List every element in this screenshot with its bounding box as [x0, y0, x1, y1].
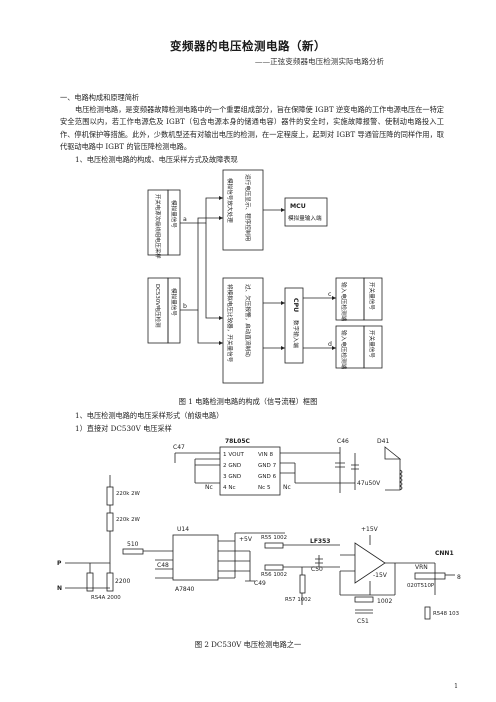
optocoupler-u14	[172, 534, 219, 581]
fig2-r56: R56 1002	[261, 572, 287, 578]
fig2-reg-name: 78L05C	[225, 438, 251, 445]
fig2-pin-2: 2 GND	[223, 463, 241, 469]
fig1-box-cpu	[284, 287, 304, 364]
doc-subtitle: ——正弦变频器电压检测实际电路分析	[254, 57, 384, 66]
fig1-box-compare	[222, 277, 264, 384]
section-heading: 一、电路构成和原理简析	[60, 93, 140, 102]
fig2-nc-left: Nc	[205, 484, 213, 491]
fig1-sample-text: 开关电源次级绕组电压采样	[154, 194, 162, 259]
fig1-out2-text: 输入电压检测端	[340, 330, 348, 370]
fig2-c51: C51	[357, 618, 369, 625]
body-paragraph: 电压检测电路，是变频器故障检测电路中的一个重要组成部分，旨在保障使 IGBT 逆…	[60, 105, 444, 152]
fig2-vrn: VRN	[415, 564, 428, 571]
fig1-out1-text-b: 开关量信号	[368, 282, 376, 310]
doc-title: 变频器的电压检测电路（新）	[170, 39, 326, 53]
item-heading: 1、电压检测电路的构成、电压采样方式及故障表现	[75, 155, 238, 164]
fig1-dc530-text: DC530V电压检测	[154, 284, 162, 327]
fig2-nc-right: Nc	[283, 484, 291, 491]
fig2-opamp: LF353	[310, 538, 330, 545]
fig2-c48: C48	[157, 562, 169, 569]
fig1-box-analog2	[167, 277, 181, 344]
fig2-pin-1: 1 VOUT	[223, 452, 245, 458]
fig2-p15v: +15V	[361, 526, 379, 533]
fig1-box-mcu	[284, 197, 328, 227]
fig1-mcu-input: 模拟量输入端	[288, 214, 322, 222]
fig2-r55: R55 1002	[261, 535, 287, 541]
figure-1-caption: 图 1 电路检测电路的构成（信号流程）框图	[178, 397, 318, 406]
figure-1-block-diagram: a b c d MCU 模拟量输入端 CPU 数字输入端 开关电源次级绕组电压采…	[147, 169, 383, 384]
fig2-r510: 510	[127, 541, 139, 548]
sub-heading-1: 1、电压检测电路的电压采样形式（前级电路）	[75, 411, 224, 420]
fig1-label-d: d	[328, 341, 332, 348]
fig2-pin-5: Nc 5	[258, 485, 271, 491]
fig2-c46: C46	[337, 438, 349, 445]
fig2-pin8: 8	[457, 574, 461, 581]
regulator-78l05c	[219, 446, 281, 496]
fig2-r-220k-2: 220k 2W	[116, 517, 141, 523]
fig1-proc-text: 模拟信号放大处理	[226, 178, 234, 223]
fig2-r1002: 1002	[377, 598, 392, 605]
fig1-label-c: c	[328, 291, 332, 298]
fig1-compare-text: 将模拟电压比较器，开关量信号	[226, 284, 234, 363]
fig2-rs4a: RS4A 2000	[91, 595, 121, 601]
fig1-cpu-label: CPU	[292, 298, 299, 312]
figure-2-caption: 图 2 DC530V 电压检测电路之一	[194, 640, 302, 649]
fig1-analog1-text: 模拟量信号	[170, 200, 178, 228]
fig2-r548: R548 103	[433, 611, 459, 617]
fig2-pin-6: GND 6	[258, 474, 277, 480]
fig2-cnn1: CNN1	[435, 550, 454, 557]
fig1-out1-text: 输入电压检测端	[340, 282, 348, 322]
fig2-pin-4: 4 Nc	[223, 485, 236, 491]
fig1-cpu-input: 数字输入端	[292, 320, 300, 348]
fig1-proc-text-b: 运行电压显示、程序控制用	[244, 174, 252, 241]
fig2-p5v: +5V	[239, 536, 253, 543]
fig2-r57: R57 1002	[285, 597, 311, 603]
fig1-box-analog1	[167, 189, 181, 256]
fig1-label-a: a	[183, 216, 187, 223]
sub-heading-2: 1）直接对 DC530V 电压采样	[75, 424, 172, 433]
fig1-out2-text-b: 开关量信号	[368, 330, 376, 358]
page-number: 1	[454, 683, 458, 690]
fig1-label-b: b	[183, 303, 187, 310]
fig2-u14-name: A7840	[175, 586, 195, 593]
fig2-c47: C47	[173, 444, 185, 451]
fig1-compare-text-b: 过、欠压报警，启动直流制动	[244, 284, 252, 357]
fig2-d41: D41	[377, 438, 389, 445]
fig2-r2200: 2200	[115, 578, 130, 585]
fig2-m15v: -15V	[373, 572, 388, 579]
fig2-r-220k-1: 220k 2W	[116, 491, 141, 497]
fig2-c49: C49	[254, 580, 266, 587]
fig2-conn: 020T510P	[407, 583, 435, 589]
fig2-u14: U14	[177, 526, 189, 533]
fig2-pin-3: 3 GND	[223, 474, 241, 480]
figure-2-schematic: 78L05C C47 C46 D41 47u50V 1 VOUT 2 GND 3…	[57, 438, 461, 625]
fig2-c50: C50	[311, 566, 323, 573]
fig2-n: N	[57, 585, 62, 592]
opamp-lf353	[354, 542, 386, 584]
fig2-cap: 47u50V	[357, 480, 381, 487]
fig2-pin-7: GND 7	[258, 463, 277, 469]
fig2-pin-8: VIN 8	[258, 452, 273, 458]
fig1-mcu-label: MCU	[290, 203, 306, 210]
fig2-p: P	[57, 560, 62, 567]
fig1-analog2-text: 模拟量信号	[170, 288, 178, 316]
